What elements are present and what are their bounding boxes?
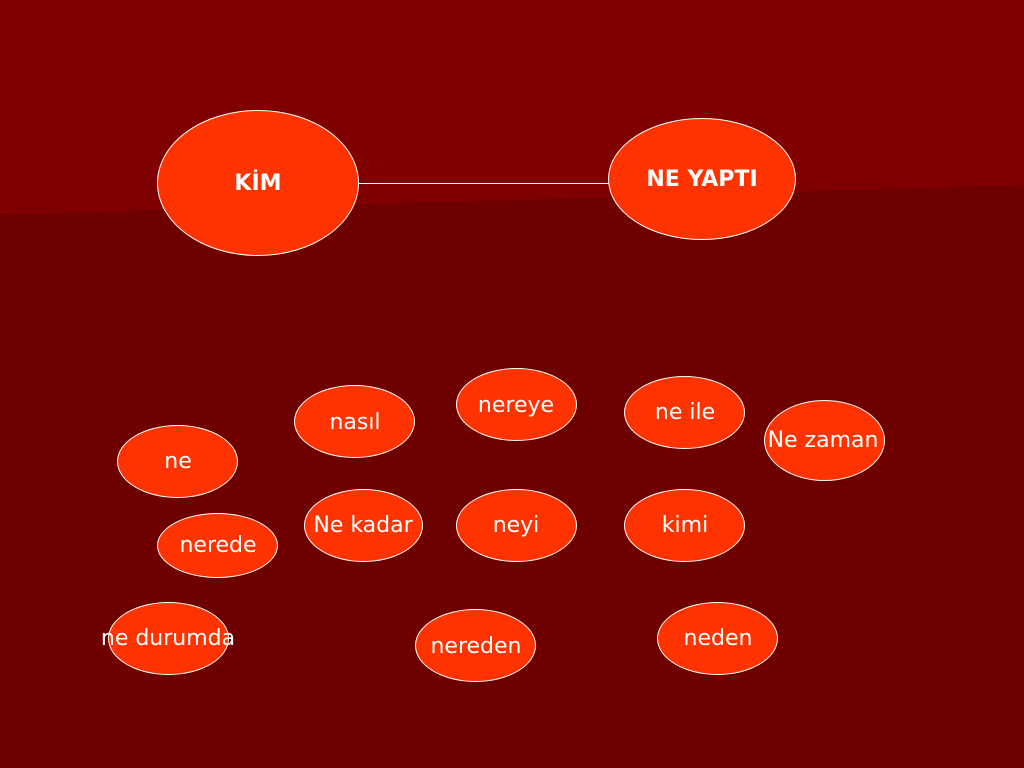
question-oval-ne [117, 425, 238, 498]
question-label-kimi: kimi [661, 513, 709, 538]
question-oval-ne-zaman [764, 400, 885, 481]
question-oval-neyi [456, 489, 577, 562]
question-oval-nasil [294, 385, 415, 458]
subject-label: KİM [234, 171, 282, 196]
question-oval-ne-kadar [304, 489, 423, 562]
question-label-neden: neden [683, 626, 753, 651]
question-label-nasil: nasıl [329, 410, 381, 435]
question-oval-nereye [456, 368, 577, 441]
question-oval-neden [657, 602, 778, 675]
question-label-ne: ne [164, 449, 192, 474]
connector-line [357, 183, 610, 184]
question-label-nereden: nereden [430, 634, 522, 659]
predicate-label: NE YAPTI [646, 167, 758, 192]
question-label-nereye: nereye [477, 393, 555, 418]
question-oval-nereden [415, 609, 536, 682]
question-oval-ne-durumda [108, 602, 229, 675]
question-label-ne-ile: ne ile [654, 400, 716, 425]
question-label-ne-zaman: Ne zaman [767, 428, 879, 453]
question-label-neyi: neyi [492, 513, 540, 538]
predicate-oval [608, 118, 796, 240]
question-oval-kimi [624, 489, 745, 562]
question-label-ne-durumda: ne durumda [100, 626, 236, 651]
question-oval-ne-ile [624, 376, 745, 449]
subject-oval [157, 110, 359, 256]
question-label-ne-kadar: Ne kadar [313, 513, 413, 538]
question-label-nerede: nerede [179, 533, 257, 558]
question-oval-nerede [157, 513, 278, 578]
